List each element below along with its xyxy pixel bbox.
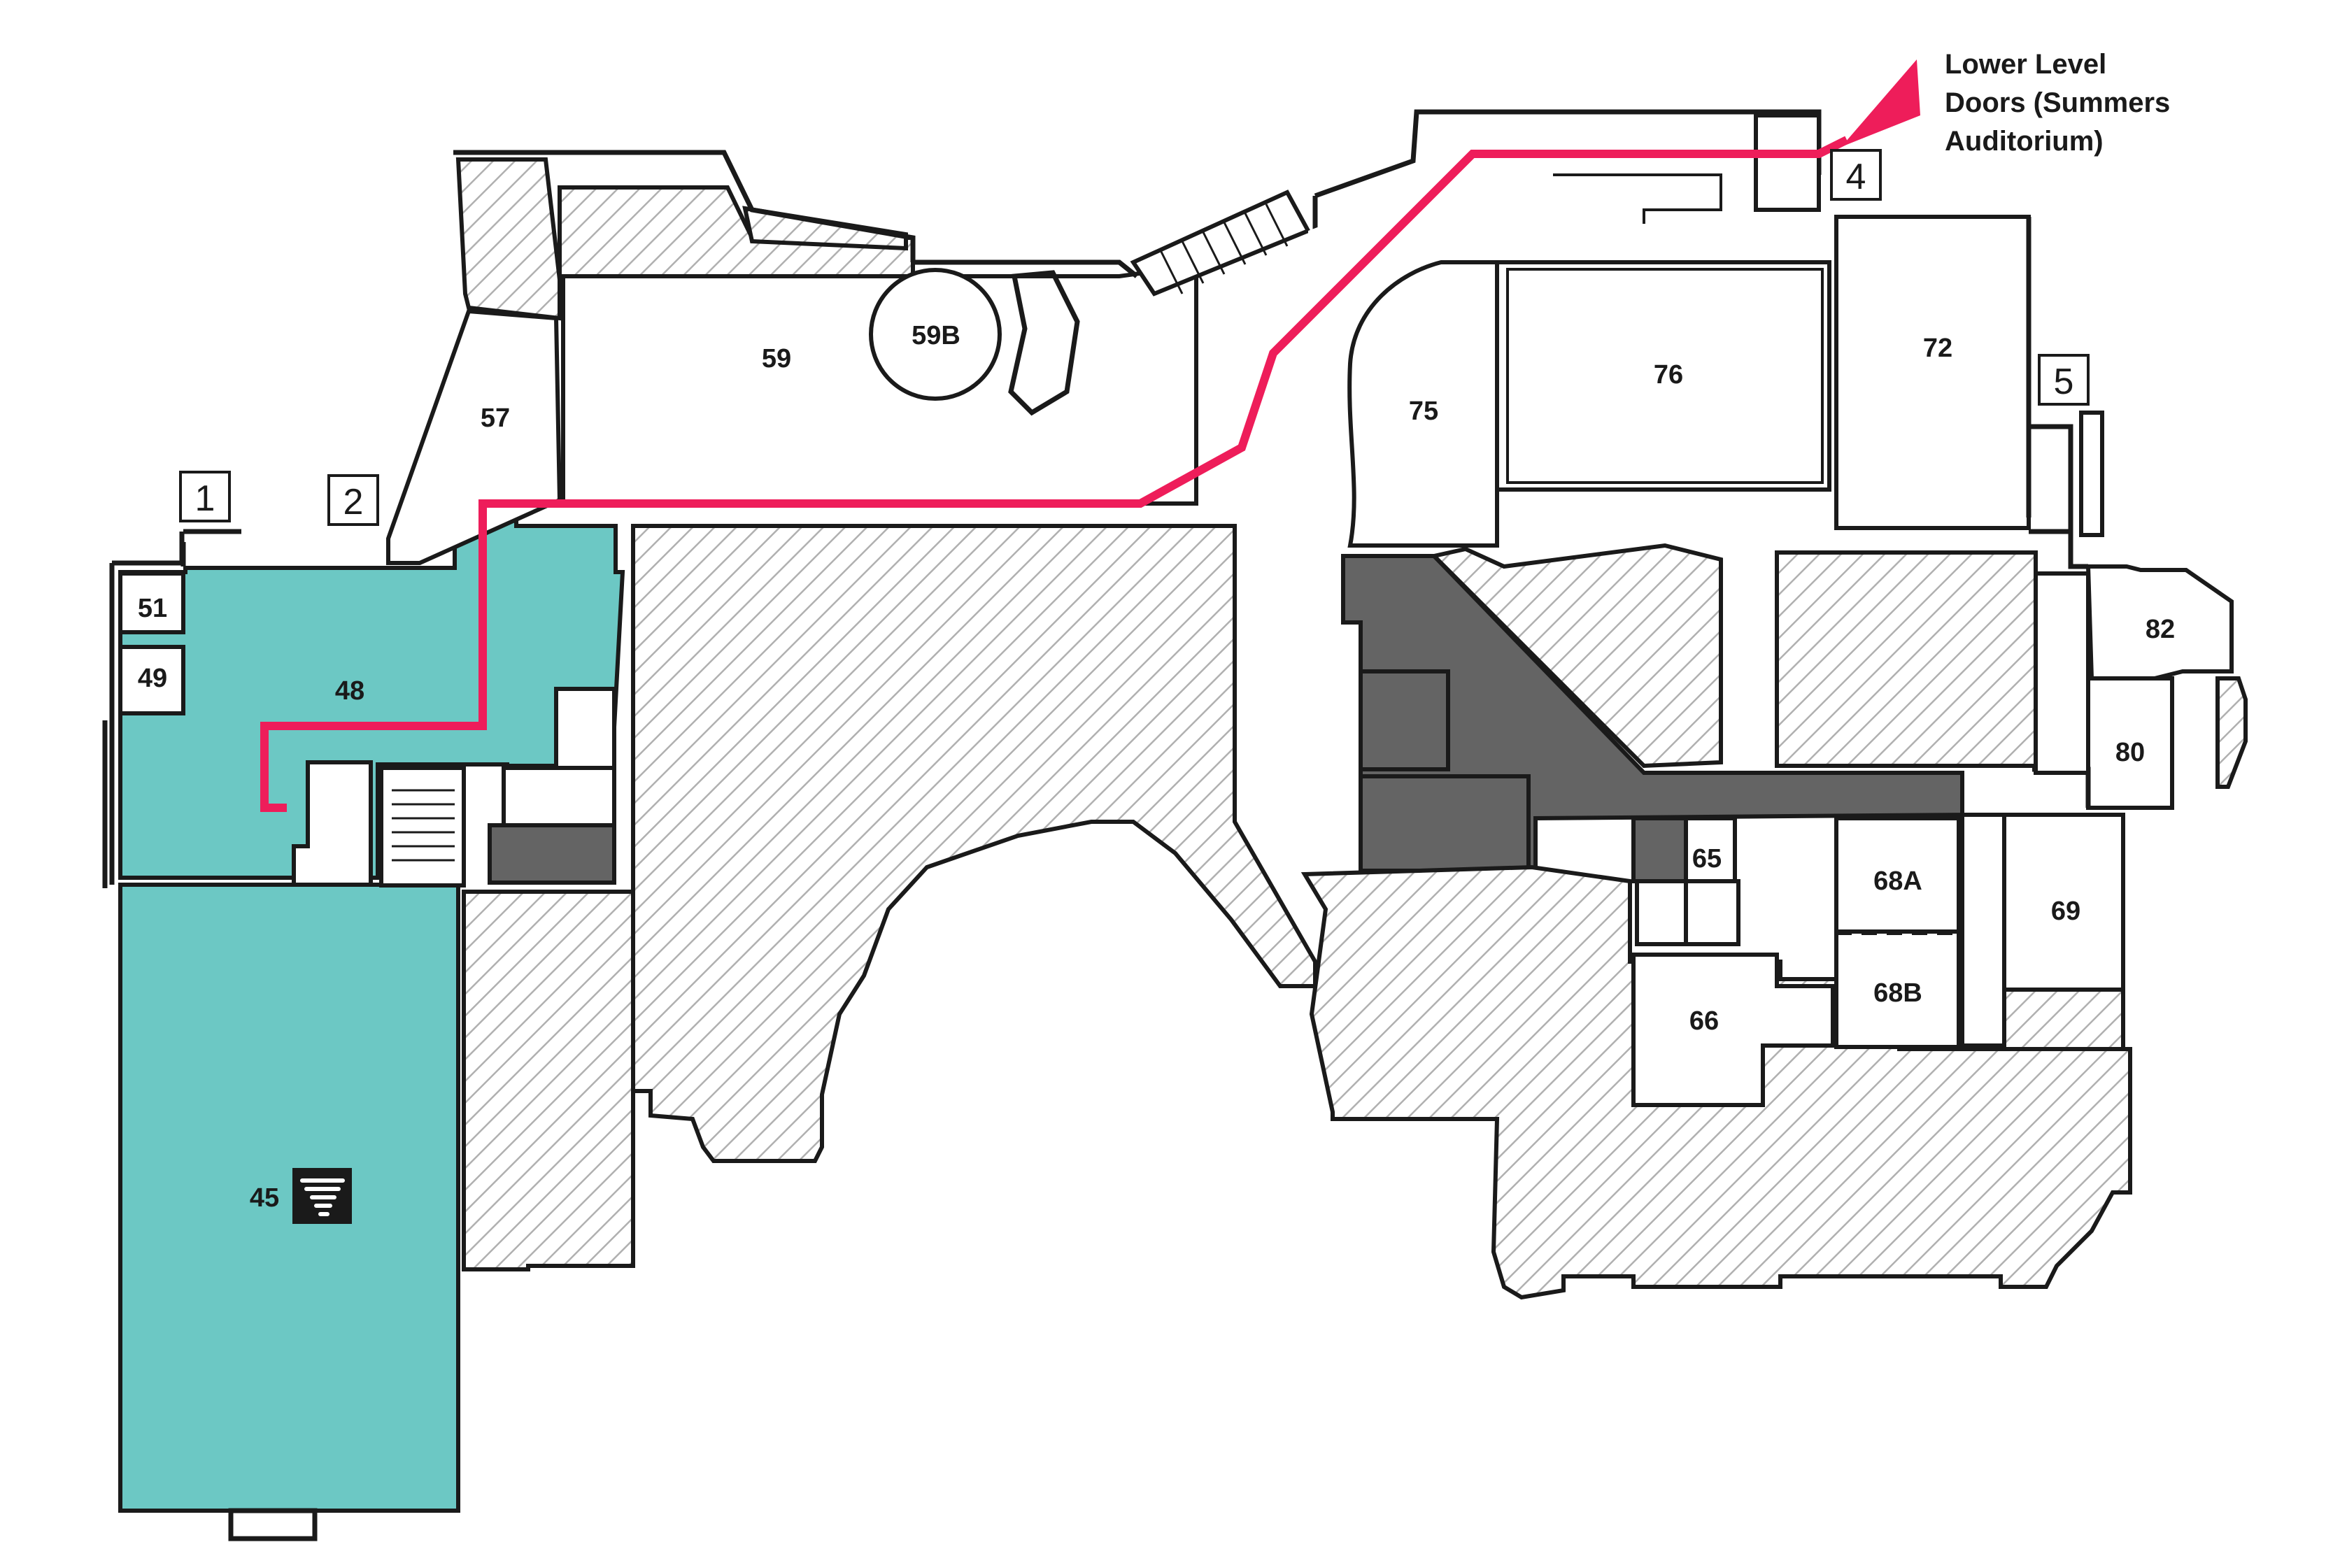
label-room-59: 59 (762, 344, 791, 373)
label-room-76: 76 (1654, 360, 1683, 390)
label-room-80: 80 (2115, 738, 2145, 767)
room-48-shelter-area[interactable] (118, 500, 625, 880)
label-room-82: 82 (2146, 615, 2175, 644)
room-east-small-a (1635, 879, 1692, 946)
room-72[interactable] (1834, 215, 2031, 530)
label-room-72: 72 (1923, 334, 1952, 363)
svg-text:2: 2 (343, 482, 364, 522)
room-66[interactable] (1631, 953, 1835, 1107)
room-49[interactable] (118, 645, 185, 715)
svg-text:4: 4 (1846, 157, 1866, 197)
callout-line-1: Lower Level (1945, 49, 2106, 80)
room-51[interactable] (118, 571, 185, 634)
label-room-59b: 59B (912, 321, 960, 350)
hatched-block-east-1 (1430, 543, 1723, 769)
restricted-room-a (1359, 774, 1531, 873)
hatched-block-center (631, 524, 1317, 1163)
corridor-82-white (2034, 571, 2090, 775)
room-59b[interactable] (869, 268, 1002, 401)
column-near-door-5 (2079, 411, 2104, 537)
white-room-west-upper (554, 687, 616, 770)
tornado-icon (292, 1168, 352, 1224)
callout-line-2: Doors (Summers (1945, 87, 2170, 118)
top-north-block-hatch (455, 157, 562, 321)
evacuation-route-line (260, 136, 1849, 812)
hatched-block-east-4 (2215, 676, 2248, 789)
door-marker-5[interactable]: 5 (2038, 354, 2090, 406)
label-room-69: 69 (2051, 897, 2080, 926)
door-marker-4[interactable]: 4 (1830, 149, 1882, 201)
room-east-small-b (1684, 879, 1740, 946)
restricted-room-b (1359, 669, 1450, 771)
vestibule-north-door-4 (1754, 113, 1821, 212)
label-room-66: 66 (1689, 1006, 1719, 1036)
dark-area-west (488, 823, 616, 885)
hatched-block-69-below (2002, 988, 2125, 1051)
label-room-45: 45 (250, 1183, 279, 1213)
left-wing (102, 500, 625, 1541)
callout-line-3: Auditorium) (1945, 126, 2104, 157)
corridor-right-white (1960, 813, 2006, 1048)
stair-lines-a (392, 789, 455, 862)
corridor-north (1308, 178, 1728, 280)
label-room-51: 51 (138, 594, 167, 623)
white-rooms-west (502, 766, 616, 827)
label-room-57: 57 (481, 404, 510, 433)
stair-angled-north (1130, 190, 1312, 297)
label-room-75: 75 (1409, 397, 1438, 426)
room-76[interactable] (1495, 260, 1831, 492)
room-75[interactable] (1347, 260, 1499, 548)
hatched-block-west (462, 890, 635, 1271)
dark-area-65 (1631, 816, 1688, 883)
label-room-49: 49 (138, 664, 167, 693)
label-room-48: 48 (335, 676, 364, 706)
svg-text:5: 5 (2054, 362, 2074, 402)
svg-text:1: 1 (195, 478, 215, 519)
room-68b[interactable] (1834, 929, 1961, 1049)
route-callout-arrow (1841, 59, 1920, 147)
label-room-68b: 68B (1873, 978, 1922, 1008)
room-45-shelter-area[interactable] (118, 883, 460, 1513)
label-room-65: 65 (1692, 844, 1722, 874)
hatched-block-east-2 (1775, 550, 2038, 768)
door-marker-2[interactable]: 2 (327, 474, 379, 526)
door-marker-1[interactable]: 1 (179, 471, 231, 522)
corridor-48-inner (292, 760, 373, 887)
label-room-68a: 68A (1873, 867, 1922, 896)
room-68a[interactable] (1834, 816, 1961, 934)
stairwell-a (379, 766, 466, 888)
